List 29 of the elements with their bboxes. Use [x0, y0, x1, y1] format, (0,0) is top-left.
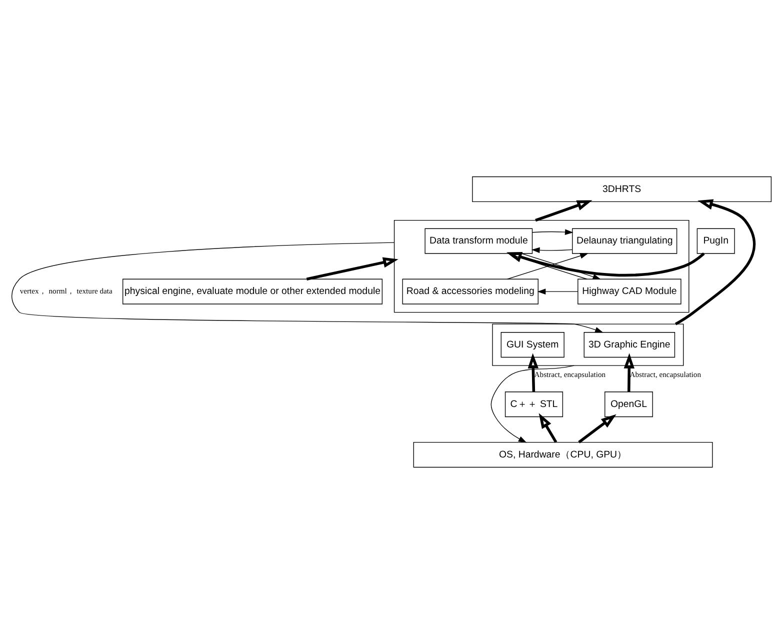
node-box: OpenGL: [604, 392, 653, 418]
node-box: physical engine, evaluate module or other extended module: [122, 278, 383, 304]
edge-label: Abstract, encapsulation: [534, 370, 606, 380]
node-box: Data transform module: [424, 228, 533, 254]
edge-label: vertex， norml， texture data: [20, 286, 112, 296]
node-box: Delaunay triangulating: [572, 228, 678, 254]
cluster: [492, 324, 684, 366]
arrow: [532, 229, 574, 235]
node-box: Highway CAD Module: [578, 278, 682, 304]
node-box: Road & accessories modeling: [402, 278, 538, 304]
node-box: C＋＋ STL: [504, 392, 564, 418]
node-box: PugIn: [696, 228, 735, 254]
arrow: [624, 353, 634, 392]
arrow: [306, 257, 398, 280]
node-box: GUI System: [500, 332, 564, 358]
arrow: [538, 413, 558, 443]
arrow: [535, 200, 592, 222]
arrow: [531, 247, 573, 254]
node-box: 3DHRTS: [472, 176, 772, 202]
cluster: [394, 220, 690, 313]
arrow: [537, 288, 578, 294]
arrow: [11, 242, 604, 333]
arrow: [490, 365, 574, 443]
arrow: [578, 414, 616, 444]
arrow: [521, 253, 602, 280]
node-box: OS, Hardware（CPU, GPU）: [413, 442, 713, 468]
arrow: [674, 199, 756, 326]
arrow: [528, 353, 538, 392]
node-box: 3D Graphic Engine: [584, 332, 676, 358]
